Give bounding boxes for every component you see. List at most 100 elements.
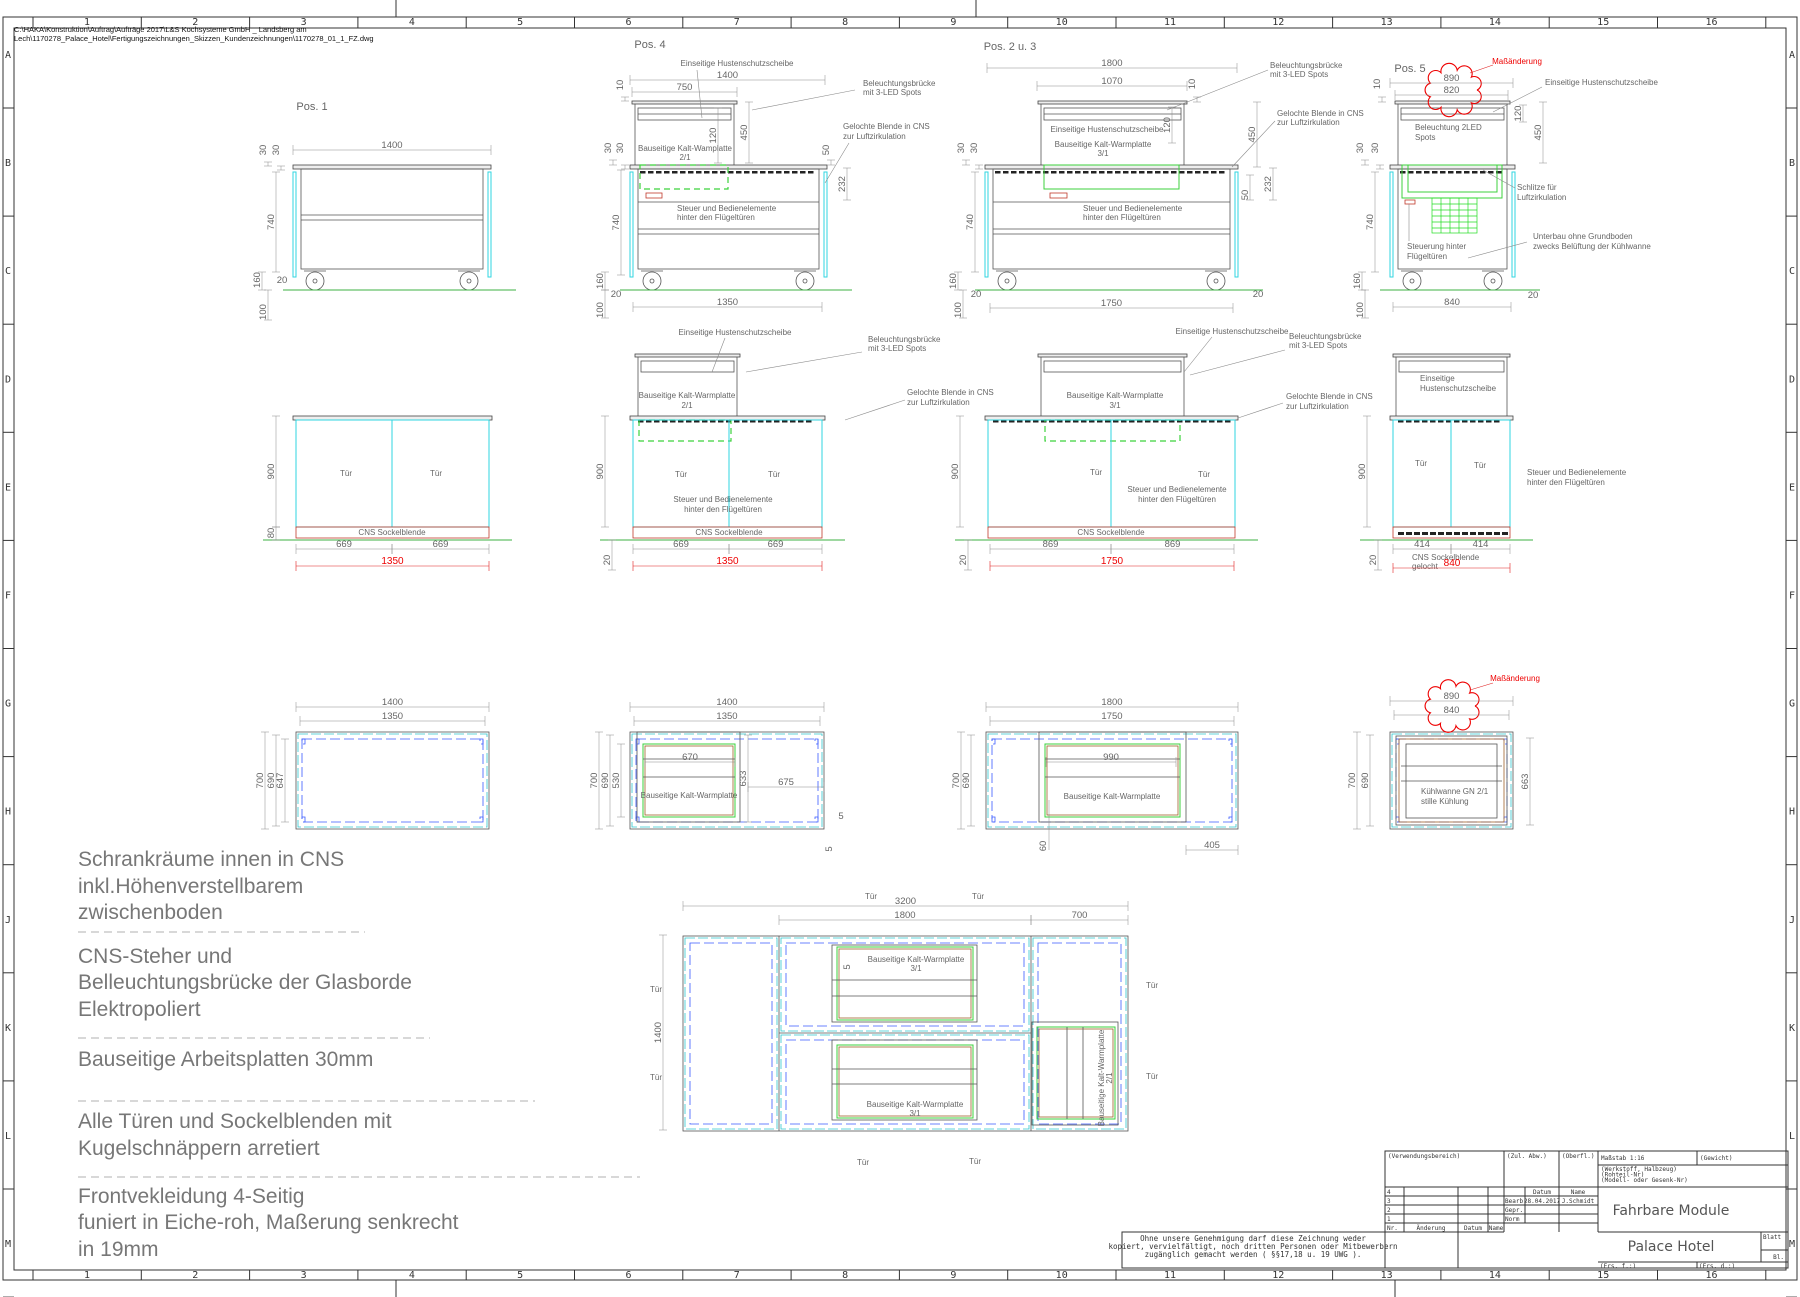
- grid-column-label: 11: [1164, 17, 1176, 28]
- dimension-value: 900: [1357, 464, 1368, 480]
- corner-post: [1503, 816, 1508, 823]
- vent-slot: [1456, 171, 1462, 174]
- note-text: CNS-Steher und: [78, 945, 232, 968]
- note-text: Bauseitige Arbeitsplatten 30mm: [78, 1048, 373, 1071]
- leader-line: [1231, 120, 1276, 168]
- vent-slot: [766, 420, 772, 423]
- dimension-value: 100: [258, 304, 269, 320]
- dimension-value: 740: [266, 214, 277, 230]
- vent-slot: [808, 171, 814, 174]
- sockelblende: [632, 526, 823, 539]
- vent-slot: [1033, 420, 1039, 423]
- leader-line: [1482, 169, 1516, 189]
- door-label: Tür: [768, 470, 780, 479]
- copyright-notice: zugänglich gemacht werden ( §§17,18 u. 1…: [1145, 1250, 1362, 1259]
- glass-bridge-top: [1037, 353, 1188, 358]
- vent-slot: [1091, 171, 1097, 174]
- dimension-value: 869: [1165, 539, 1181, 550]
- callout-label: hinter den Flügeltüren: [677, 213, 755, 222]
- corner-post: [814, 738, 819, 745]
- leader-line: [751, 89, 856, 111]
- column-header: Datum: [1464, 1225, 1482, 1232]
- grid-column-label: 4: [409, 17, 415, 28]
- callout-label: Spots: [1415, 133, 1435, 142]
- vent-slot: [1139, 171, 1145, 174]
- vent-slot: [1430, 420, 1436, 423]
- grid-column-label: 3: [301, 17, 307, 28]
- callout-label: hinter den Flügeltüren: [1138, 495, 1216, 504]
- door-edge: [487, 171, 492, 278]
- grid-column-label: 11: [1164, 1270, 1176, 1281]
- dimension-value: 160: [948, 273, 959, 289]
- leader-line: [1469, 682, 1494, 691]
- vent-slot: [784, 171, 790, 174]
- view-title: Pos. 1: [296, 101, 327, 113]
- dimension-value: 1070: [1101, 76, 1122, 87]
- callout-label: Gelochte Blende in CNS: [907, 388, 994, 397]
- callout-label: Beleuchtungsbrücke: [863, 79, 936, 88]
- door-outline: [780, 1034, 1030, 1130]
- grid-row-label: E: [5, 482, 11, 493]
- door-label: Tür: [1146, 1072, 1158, 1081]
- column-header: Name: [1571, 1189, 1586, 1196]
- corner-post: [814, 816, 819, 823]
- sockel-vent-slot: [1414, 532, 1420, 535]
- callout-label: Beleuchtung 2LED: [1415, 123, 1482, 132]
- dimension-value: 160: [252, 272, 263, 288]
- corner-post: [301, 816, 306, 823]
- grid-column-label: 15: [1597, 1270, 1609, 1281]
- plan-outline: [985, 731, 1239, 830]
- ventilation-grille: [1431, 197, 1478, 234]
- dimension-value: 700: [589, 773, 600, 789]
- vent-slot: [1398, 420, 1404, 423]
- note-text: in 19mm: [78, 1238, 159, 1261]
- role-label: Bearb.: [1505, 1198, 1527, 1205]
- sockel-vent-slot: [1454, 532, 1460, 535]
- kalt-warmplatte-inner: [838, 948, 972, 1019]
- kalt-warmplatte-outline: [836, 946, 974, 1021]
- callout-label: 2/1: [679, 153, 691, 162]
- vent-slot: [1129, 420, 1135, 423]
- grid-column-label: 4: [409, 1270, 415, 1281]
- callout-label: Bauseitige Kalt-Warmplatte: [1097, 1029, 1106, 1126]
- vent-slot: [1408, 171, 1414, 174]
- callout-label: Einseitige Hustenschutzscheibe: [1545, 78, 1659, 87]
- kalt-warmplatte-outline: [1044, 419, 1181, 442]
- vent-slot: [1083, 171, 1089, 174]
- vent-slot: [1035, 171, 1041, 174]
- corner-post: [1503, 738, 1508, 745]
- callout-label: 3/1: [1097, 149, 1109, 158]
- vent-slot: [750, 420, 756, 423]
- grid-column-label: 1: [84, 17, 90, 28]
- vent-slot: [1107, 171, 1113, 174]
- dimension-value: 414: [1414, 539, 1430, 550]
- caster-wheel-icon: [459, 271, 479, 291]
- dimension-value: 1400: [653, 1022, 664, 1043]
- glass-bridge-top: [1394, 100, 1511, 105]
- callout-label: 2/1: [681, 401, 693, 410]
- caster-wheel-icon: [997, 271, 1017, 291]
- field-label: (Rohteil-Nr): [1601, 1172, 1644, 1179]
- scale-value: Maßstab 1:16: [1601, 1155, 1645, 1162]
- dimension-value: 840: [1444, 297, 1460, 308]
- dimension-value: 670: [682, 752, 698, 763]
- vent-slot: [752, 171, 758, 174]
- vent-slot: [1438, 420, 1444, 423]
- grid-column-label: 14: [1489, 1270, 1501, 1281]
- vent-slot: [1075, 171, 1081, 174]
- callout-label: Bauseitige Kalt-Warmplatte: [868, 955, 965, 964]
- grid-column-label: 7: [734, 1270, 740, 1281]
- dimension-value: 1350: [381, 556, 404, 567]
- door-outline: [987, 733, 1237, 828]
- vent-slot: [774, 420, 780, 423]
- dimension-value: 990: [1103, 752, 1119, 763]
- role-label: Gepr.: [1505, 1207, 1523, 1214]
- cabinet-body: [992, 168, 1231, 270]
- inner-cabinet-outline: [301, 738, 484, 823]
- vent-slot: [1219, 171, 1225, 174]
- vent-slot: [1137, 420, 1143, 423]
- vent-slot: [638, 420, 644, 423]
- dimension-value: 100: [1355, 302, 1366, 318]
- grid-column-label: 9: [950, 1270, 956, 1281]
- vent-slot: [1099, 171, 1105, 174]
